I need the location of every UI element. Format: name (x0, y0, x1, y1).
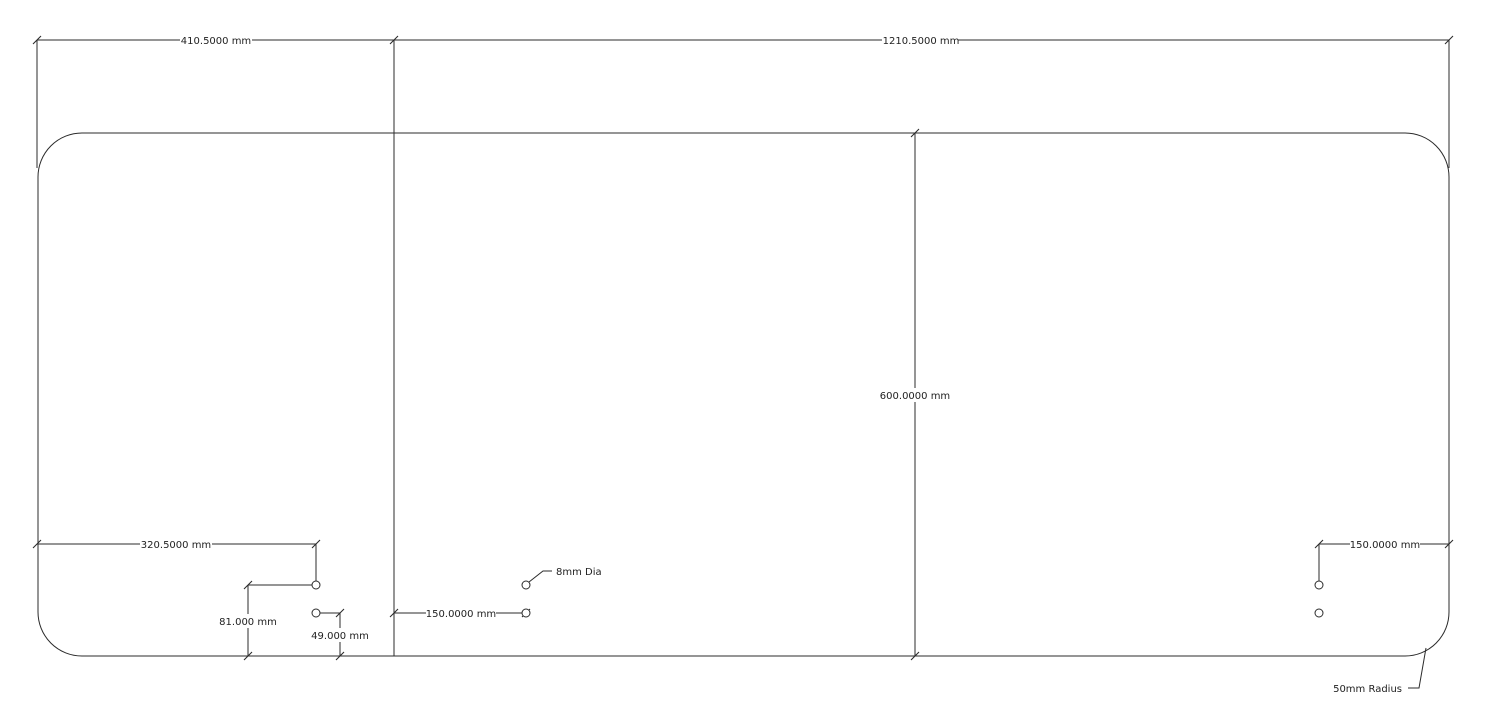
dimension-left-section-width: 410.5000 mm (32, 33, 399, 47)
dimension-right-section-width: 1210.5000 mm (394, 33, 1454, 47)
hole (311, 608, 321, 618)
hole (521, 580, 531, 590)
dimension-hole-vertical-offset: 81.000 mm (219, 580, 312, 661)
dimension-right-hole-offset: 150.0000 mm (1314, 537, 1454, 581)
dimension-center-hole-offset: 150.0000 mm (389, 606, 531, 620)
dimension-label: 150.0000 mm (1350, 540, 1420, 551)
annotation-hole-diameter: 8mm Dia (528, 567, 602, 583)
annotation-label: 50mm Radius (1333, 684, 1402, 695)
dimension-label: 81.000 mm (219, 617, 277, 628)
hole (521, 608, 531, 618)
hole (311, 580, 321, 590)
hole (1314, 580, 1324, 590)
dimension-label: 49.000 mm (311, 631, 369, 642)
dimension-left-hole-offset: 320.5000 mm (32, 537, 321, 583)
dimension-label: 600.0000 mm (880, 391, 950, 402)
dimension-label: 410.5000 mm (181, 36, 251, 47)
annotation-label: 8mm Dia (556, 567, 602, 578)
dimension-hole-horizontal-spacing: 49.000 mm (311, 608, 369, 661)
dimension-label: 150.0000 mm (426, 609, 496, 620)
panel-outline (37, 132, 1450, 657)
dimension-label: 320.5000 mm (141, 540, 211, 551)
dimension-overall-depth: 600.0000 mm (880, 128, 952, 661)
dimension-label: 1210.5000 mm (883, 36, 960, 47)
hole (1314, 608, 1324, 618)
annotation-corner-radius: 50mm Radius (1333, 647, 1427, 695)
